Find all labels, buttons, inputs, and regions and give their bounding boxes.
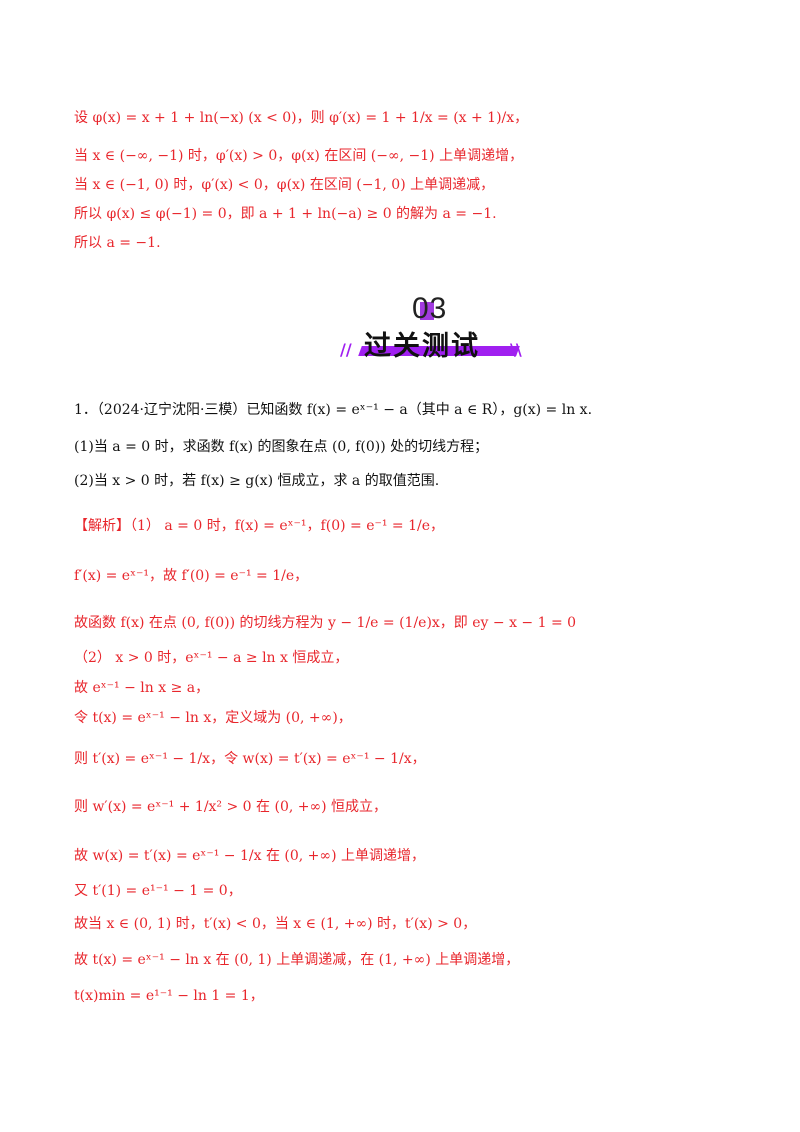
proof-line-1: 设 φ(x) = x + 1 + ln(−x) (x < 0)，则 φ′(x) … [74, 110, 529, 126]
solution-line-7: 则 t′(x) = eˣ⁻¹ − 1/x，令 w(x) = t′(x) = eˣ… [74, 751, 426, 767]
solution-line-10: 又 t′(1) = e¹⁻¹ − 1 = 0， [74, 883, 242, 899]
solution-line-6: 令 t(x) = eˣ⁻¹ − ln x，定义域为 (0, +∞)， [74, 710, 352, 726]
problem-question-2: (2)当 x > 0 时，若 f(x) ≥ g(x) 恒成立，求 a 的取值范围… [74, 473, 440, 489]
solution-line-12: 故 t(x) = eˣ⁻¹ − ln x 在 (0, 1) 上单调递减，在 (1… [74, 952, 520, 968]
banner-number: 03 [412, 292, 448, 325]
solution-line-9: 故 w(x) = t′(x) = eˣ⁻¹ − 1/x 在 (0, +∞) 上单… [74, 848, 425, 864]
proof-line-3: 当 x ∈ (−1, 0) 时，φ′(x) < 0，φ(x) 在区间 (−1, … [74, 177, 495, 193]
banner-title: 过关测试 [364, 331, 480, 362]
section-banner: 03 // 过关测试 \\ [330, 288, 522, 368]
problem-question-1: (1)当 a = 0 时，求函数 f(x) 的图象在点 (0, f(0)) 处的… [74, 439, 489, 455]
solution-line-1: 【解析】（1） a = 0 时，f(x) = eˣ⁻¹，f(0) = e⁻¹ =… [74, 518, 445, 534]
solution-line-4: （2） x > 0 时，eˣ⁻¹ − a ≥ ln x 恒成立， [74, 650, 349, 666]
solution-line-5: 故 eˣ⁻¹ − ln x ≥ a， [74, 680, 210, 696]
solution-line-11: 故当 x ∈ (0, 1) 时，t′(x) < 0，当 x ∈ (1, +∞) … [74, 916, 477, 932]
solution-line-8: 则 w′(x) = eˣ⁻¹ + 1/x² > 0 在 (0, +∞) 恒成立， [74, 799, 388, 815]
solution-line-3: 故函数 f(x) 在点 (0, f(0)) 的切线方程为 y − 1/e = (… [74, 615, 577, 631]
proof-line-2: 当 x ∈ (−∞, −1) 时，φ′(x) > 0，φ(x) 在区间 (−∞,… [74, 148, 524, 164]
banner-left-slashes: // [340, 340, 352, 359]
proof-line-4: 所以 φ(x) ≤ φ(−1) = 0，即 a + 1 + ln(−a) ≥ 0… [74, 206, 497, 222]
banner-right-slashes: \\ [510, 340, 522, 359]
proof-line-5: 所以 a = −1. [74, 235, 161, 251]
solution-line-2: f′(x) = eˣ⁻¹，故 f′(0) = e⁻¹ = 1/e， [74, 568, 309, 584]
problem-stem: 1．（2024·辽宁沈阳·三模）已知函数 f(x) = eˣ⁻¹ − a（其中 … [74, 402, 593, 418]
banner-number-accent [420, 302, 434, 320]
solution-line-13: t(x)min = e¹⁻¹ − ln 1 = 1， [74, 988, 264, 1004]
